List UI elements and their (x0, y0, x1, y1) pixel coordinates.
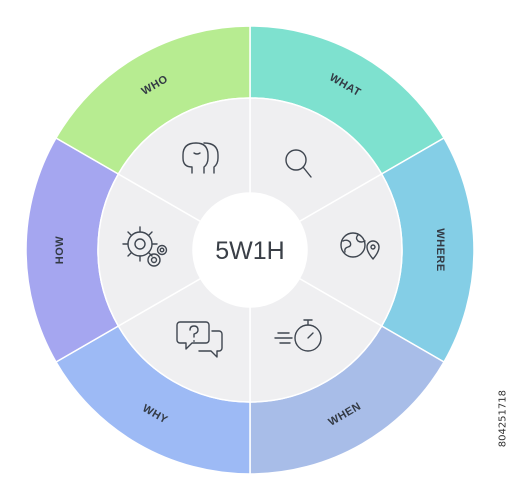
side-credit-text: 804251718 (497, 390, 508, 448)
stopwatch-icon (274, 319, 322, 352)
segment-label-where: WHERE (434, 228, 446, 271)
question-speech-bubbles-icon (176, 321, 223, 358)
center-title: 5W1H (215, 237, 284, 265)
magnifier-icon (285, 149, 312, 178)
globe-location-pin-icon (340, 232, 380, 260)
people-heads-icon (182, 142, 219, 174)
center-circle (193, 193, 307, 307)
gears-icon (122, 226, 168, 267)
inner-ring (97, 97, 403, 403)
segment-label-how: HOW (54, 236, 66, 265)
